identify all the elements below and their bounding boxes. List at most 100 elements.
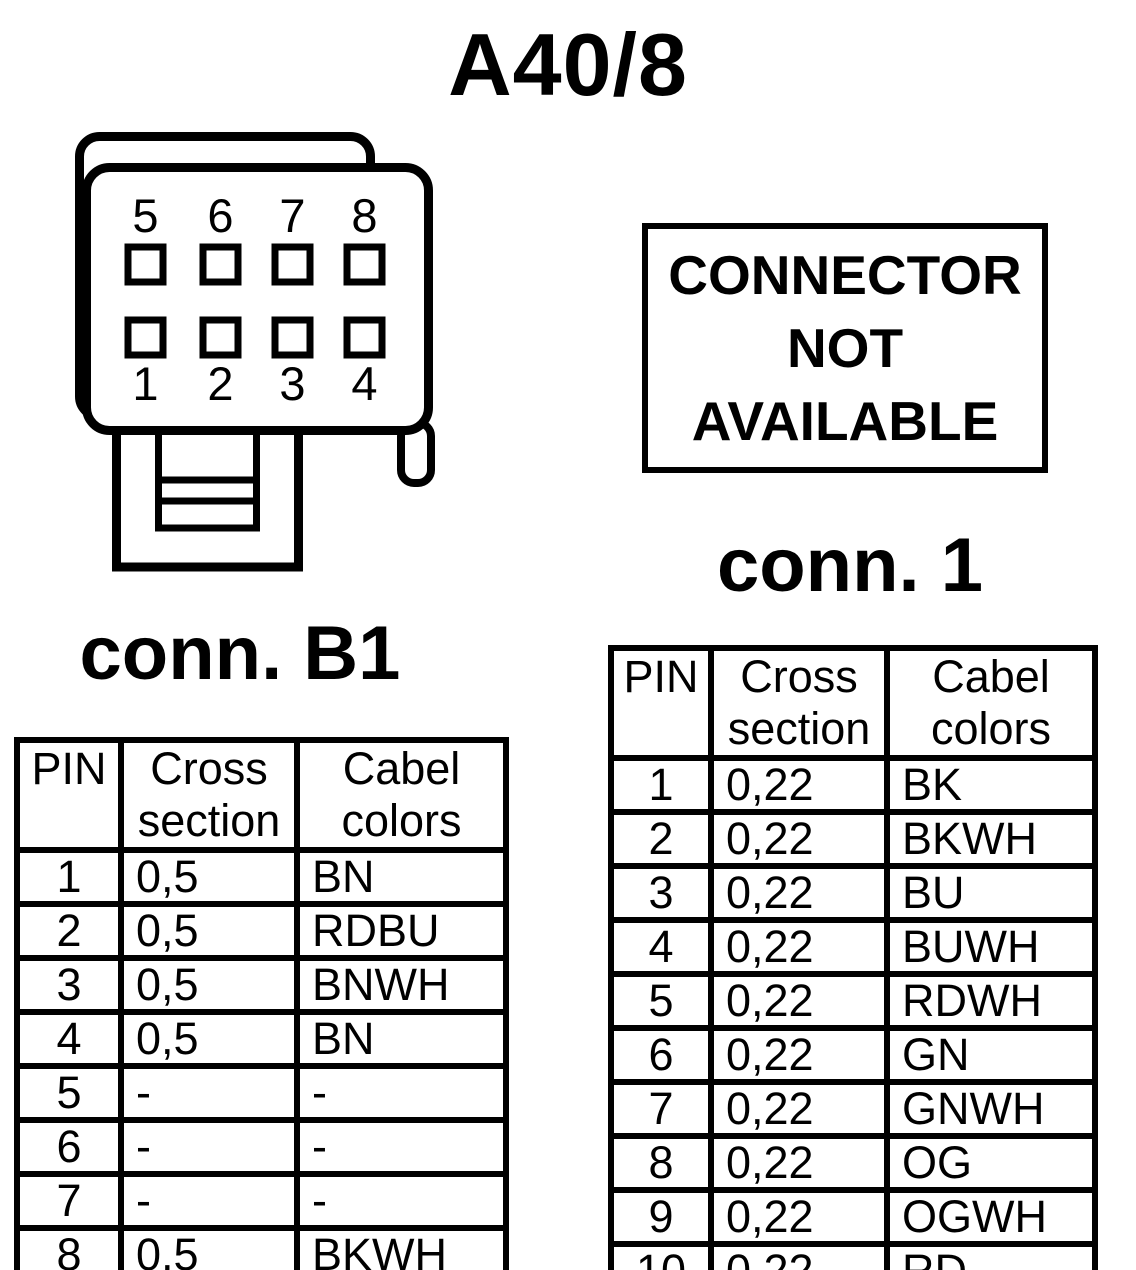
pin-cavity-3	[271, 316, 314, 359]
pin-cell: 2	[14, 901, 124, 961]
col-header-pin: PIN	[608, 645, 714, 761]
page-title: A40/8	[448, 15, 688, 114]
table-row: 6 0,22 GN	[608, 1025, 1098, 1085]
cable-color-cell: -	[294, 1063, 509, 1123]
notice-line: CONNECTOR	[668, 243, 1022, 306]
notice-line: AVAILABLE	[691, 389, 999, 452]
pin-cavity-1	[124, 316, 167, 359]
pin-cavity-6	[199, 243, 242, 286]
conn-1-label: conn. 1	[716, 523, 984, 608]
cable-color-cell: -	[294, 1117, 509, 1177]
notice-line: NOT	[786, 316, 904, 379]
cross-section-cell: 0,22	[708, 1187, 890, 1247]
cable-color-cell: GN	[884, 1025, 1098, 1085]
table-row: 7 - -	[14, 1171, 509, 1231]
cross-section-cell: 0,22	[708, 917, 890, 977]
connector-not-available-box: CONNECTOR NOT AVAILABLE	[642, 223, 1048, 473]
pin-number-6: 6	[207, 189, 233, 242]
table-row: 8 0,22 OG	[608, 1133, 1098, 1193]
table-row: 10 0,22 RD	[608, 1241, 1098, 1270]
cable-color-cell: BU	[884, 863, 1098, 923]
cable-color-cell: BN	[294, 847, 509, 907]
pin-number-4: 4	[351, 357, 377, 410]
cable-color-cell: BNWH	[294, 955, 509, 1015]
cross-section-cell: 0,22	[708, 1079, 890, 1139]
pin-cavity-5	[124, 243, 167, 286]
pin-cell: 7	[608, 1079, 714, 1139]
table-row: 9 0,22 OGWH	[608, 1187, 1098, 1247]
table-row: 8 0,5 BKWH	[14, 1225, 509, 1270]
cable-color-cell: GNWH	[884, 1079, 1098, 1139]
pin-number-5: 5	[132, 189, 158, 242]
pin-number-8: 8	[351, 189, 377, 242]
cable-color-cell: BK	[884, 755, 1098, 815]
table-row: 3 0,5 BNWH	[14, 955, 509, 1015]
table-row: 3 0,22 BU	[608, 863, 1098, 923]
pin-cell: 10	[608, 1241, 714, 1270]
table-row: 4 0,22 BUWH	[608, 917, 1098, 977]
pin-cell: 2	[608, 809, 714, 869]
table-header-row: PIN Cross section Cabel colors	[608, 645, 1098, 761]
pin-cell: 3	[14, 955, 124, 1015]
pin-cell: 7	[14, 1171, 124, 1231]
col-header-pin: PIN	[14, 737, 124, 853]
table-row: 2 0,5 RDBU	[14, 901, 509, 961]
cross-section-cell: -	[118, 1171, 300, 1231]
cable-color-cell: RDWH	[884, 971, 1098, 1031]
pin-number-3: 3	[279, 357, 305, 410]
pin-cavity-2	[199, 316, 242, 359]
pin-cell: 6	[608, 1025, 714, 1085]
cable-color-cell: OGWH	[884, 1187, 1098, 1247]
table-header-row: PIN Cross section Cabel colors	[14, 737, 509, 853]
cross-section-cell: 0,22	[708, 863, 890, 923]
pin-cell: 4	[608, 917, 714, 977]
col-header-cabel-colors: Cabel colors	[884, 645, 1098, 761]
pin-cell: 6	[14, 1117, 124, 1177]
pin-number-1: 1	[132, 357, 158, 410]
pin-cell: 5	[14, 1063, 124, 1123]
cross-section-cell: 0,22	[708, 971, 890, 1031]
conn-b1-pin-table: PIN Cross section Cabel colors 1 0,5 BN …	[14, 737, 509, 1270]
cross-section-cell: 0,22	[708, 1133, 890, 1193]
table-row: 1 0,5 BN	[14, 847, 509, 907]
pin-cell: 8	[608, 1133, 714, 1193]
table-row: 6 - -	[14, 1117, 509, 1177]
table-row: 5 - -	[14, 1063, 509, 1123]
table-row: 1 0,22 BK	[608, 755, 1098, 815]
cross-section-cell: 0,5	[118, 1009, 300, 1069]
pin-cavity-8	[343, 243, 386, 286]
table-row: 4 0,5 BN	[14, 1009, 509, 1069]
pin-cell: 3	[608, 863, 714, 923]
cable-color-cell: -	[294, 1171, 509, 1231]
connector-front-shell	[82, 163, 433, 435]
conn-1-pin-table: PIN Cross section Cabel colors 1 0,22 BK…	[608, 645, 1098, 1270]
cable-color-cell: BKWH	[294, 1225, 509, 1270]
table-row: 7 0,22 GNWH	[608, 1079, 1098, 1139]
pin-cavity-7	[271, 243, 314, 286]
table-row: 5 0,22 RDWH	[608, 971, 1098, 1031]
pin-cell: 9	[608, 1187, 714, 1247]
cross-section-cell: 0,22	[708, 1025, 890, 1085]
connector-diagram: 5 6 7 8 1 2 3 4	[75, 132, 435, 572]
cross-section-cell: 0,22	[708, 1241, 890, 1270]
pin-cell: 5	[608, 971, 714, 1031]
cross-section-cell: -	[118, 1063, 300, 1123]
cable-color-cell: BN	[294, 1009, 509, 1069]
pin-cell: 1	[608, 755, 714, 815]
cable-color-cell: BUWH	[884, 917, 1098, 977]
col-header-cross-section: Cross section	[708, 645, 890, 761]
pin-cell: 1	[14, 847, 124, 907]
cross-section-cell: 0,5	[118, 955, 300, 1015]
col-header-cross-section: Cross section	[118, 737, 300, 853]
pin-number-7: 7	[279, 189, 305, 242]
cable-color-cell: RDBU	[294, 901, 509, 961]
cross-section-cell: 0,5	[118, 901, 300, 961]
cross-section-cell: -	[118, 1117, 300, 1177]
pin-cell: 4	[14, 1009, 124, 1069]
pin-number-2: 2	[207, 357, 233, 410]
cross-section-cell: 0,22	[708, 809, 890, 869]
pin-cell: 8	[14, 1225, 124, 1270]
cable-color-cell: RD	[884, 1241, 1098, 1270]
conn-b1-label: conn. B1	[79, 611, 401, 696]
cable-color-cell: OG	[884, 1133, 1098, 1193]
